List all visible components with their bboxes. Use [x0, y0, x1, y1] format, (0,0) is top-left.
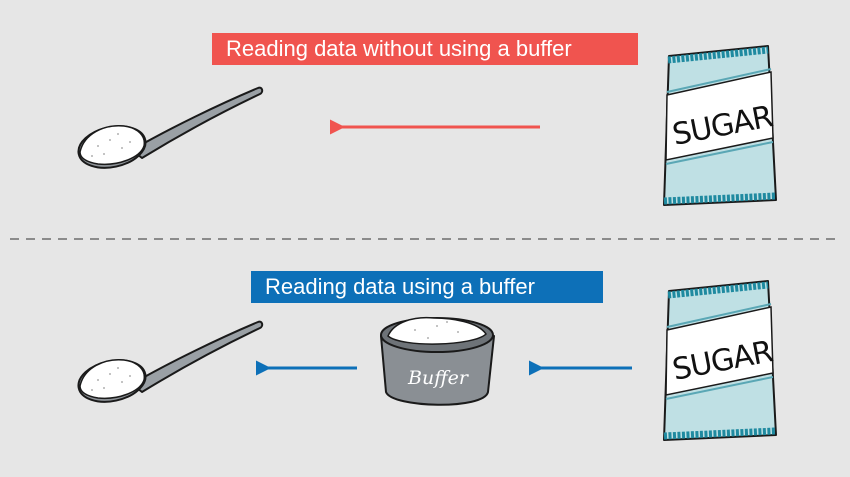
caption-with-buffer: Reading data using a buffer — [251, 271, 603, 303]
spoon-icon — [73, 86, 264, 175]
caption-without-buffer: Reading data without using a buffer — [212, 33, 638, 65]
buffer-label: Buffer — [407, 367, 470, 389]
sugar-bag-icon: SUGAR — [664, 46, 776, 205]
spoon-icon — [73, 320, 264, 409]
buffer-bowl-icon: Buffer — [380, 316, 495, 406]
sugar-bag-icon: SUGAR — [664, 281, 776, 440]
